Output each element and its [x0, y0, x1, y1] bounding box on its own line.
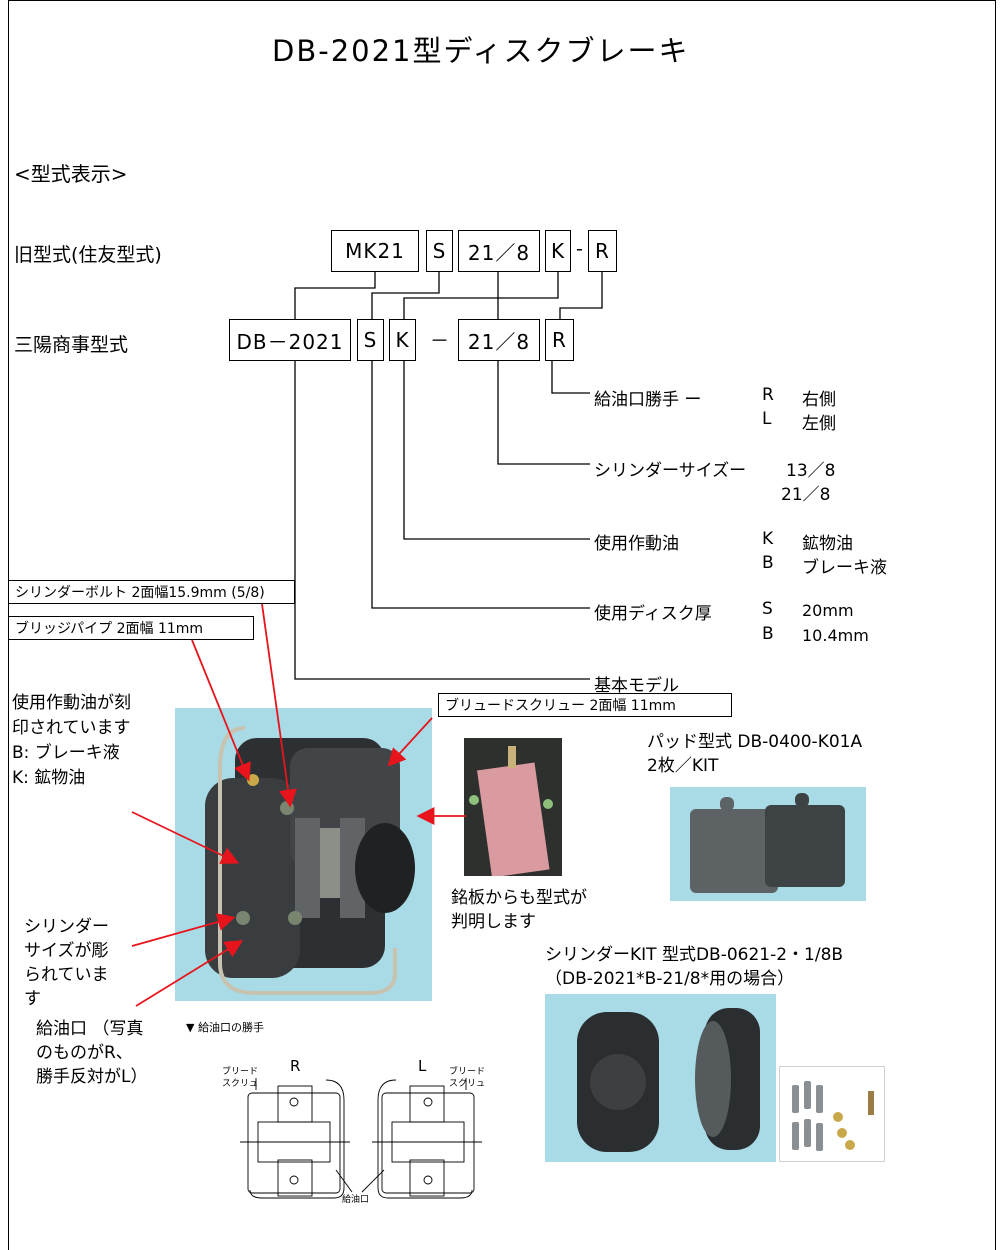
cyl-note-line1: シリンダー: [24, 917, 109, 937]
nameplate-photo: [464, 738, 562, 878]
legend-fluid-opt1-desc: 鉱物油: [802, 534, 853, 554]
fluid-note-line4: K: 鉱物油: [12, 768, 86, 788]
fluid-note-line2: 印されています: [12, 718, 131, 738]
callout-bridge-pipe: ブリッジパイプ 2面幅 11mm: [8, 616, 254, 640]
leader-disc: [371, 361, 590, 609]
diagram-r-label: R: [290, 1057, 301, 1075]
port-note-line1: 給油口 （写真: [36, 1019, 144, 1039]
diagram-bleed-l-line2: スクリュ: [449, 1079, 486, 1089]
caliper-photo: [175, 708, 432, 1001]
nameplate-note-line1: 銘板からも型式が: [451, 888, 587, 908]
caliper-illustration: [205, 726, 415, 995]
legend-disc-label: 使用ディスク厚: [594, 604, 712, 624]
old-code-fluid: K: [545, 230, 571, 272]
caliper-r-drawing: [240, 1078, 350, 1199]
legend-oil-port-opt1-code: R: [762, 385, 774, 405]
map-disc-line: [371, 272, 440, 319]
leader-fluid: [403, 361, 590, 540]
nameplate-note-line2: 判明します: [451, 912, 536, 932]
diagram-heading: ▼ 給油口の勝手: [186, 1021, 264, 1034]
fluid-note-line3: B: ブレーキ液: [12, 743, 120, 763]
diagram-bleed-l-line1: ブリード: [449, 1067, 486, 1077]
arrow-fluid-mark: [131, 811, 240, 864]
arrow-cylinder-size: [131, 913, 236, 947]
pad-photo: [670, 787, 866, 901]
legend-fluid-opt2-code: B: [762, 553, 774, 573]
old-code-base: MK21: [331, 230, 419, 272]
new-code-dash: －: [430, 330, 450, 352]
pad-illustration: [690, 793, 845, 893]
new-model-label: 三陽商事型式: [14, 334, 129, 356]
new-code-disc: S: [357, 319, 384, 361]
leader-base: [294, 361, 590, 680]
port-leader-r: [335, 1169, 353, 1193]
diagram-bleed-r-line1: ブリード: [222, 1067, 259, 1077]
kit-photo: [545, 994, 776, 1162]
nameplate-illustration: [464, 738, 562, 878]
pad-model-line1: パッド型式 DB-0400-K01A: [647, 732, 863, 752]
new-code-base: DB－2021: [229, 319, 351, 361]
old-code-cylinder: 21／8: [458, 230, 540, 272]
port-note-line3: 勝手反対がL）: [36, 1067, 148, 1087]
kit-parts-photo: [779, 1066, 885, 1162]
legend-disc-opt2-code: B: [762, 624, 774, 644]
legend-base-label: 基本モデル: [594, 676, 679, 696]
legend-disc-opt1-desc: 20mm: [802, 601, 854, 620]
pad-model-line2: 2枚／KIT: [647, 756, 719, 776]
map-base-line: [294, 272, 376, 319]
old-code-port: R: [588, 230, 617, 272]
cyl-note-line3: られていま: [24, 965, 109, 985]
arrow-oil-port: [135, 940, 244, 1007]
section-heading: <型式表示>: [14, 162, 128, 186]
kit-illustration: [577, 1008, 760, 1152]
new-code-port: R: [545, 319, 574, 361]
cyl-note-line4: す: [24, 989, 41, 1009]
old-model-label: 旧型式(住友型式): [14, 244, 162, 266]
port-note-line2: のものがR、: [36, 1043, 133, 1063]
callout-bleed-screw: ブリュードスクリュー 2面幅 11mm: [438, 693, 732, 717]
arrow-bleed-screw: [387, 717, 433, 767]
arrow-bridge-pipe: [191, 639, 251, 782]
caliper-l-drawing: [372, 1078, 482, 1199]
diagram-port-label: 給油口: [342, 1195, 370, 1205]
new-code-cylinder: 21／8: [458, 319, 540, 361]
legend-oil-port-opt1-desc: 右側: [802, 390, 836, 410]
legend-oil-port-opt2-code: L: [762, 409, 772, 429]
legend-cylinder-label: シリンダーサイズー: [594, 461, 747, 481]
kit-parts-illustration: [792, 1081, 874, 1151]
diagram-bleed-r-line2: スクリュ: [222, 1079, 259, 1089]
callout-cylinder-bolt: シリンダーボルト 2面幅15.9mm (5/8): [8, 580, 295, 604]
map-port-line: [559, 272, 603, 319]
map-fluid-line: [403, 272, 559, 319]
legend-disc-opt1-code: S: [762, 599, 773, 619]
legend-fluid-opt2-desc: ブレーキ液: [802, 558, 887, 578]
page-title: DB-2021型ディスクブレーキ: [272, 34, 690, 68]
cyl-note-line2: サイズが彫: [24, 941, 109, 961]
legend-oil-port-opt2-desc: 左側: [802, 414, 836, 434]
legend-disc-opt2-desc: 10.4mm: [802, 626, 869, 645]
old-code-disc: S: [426, 230, 453, 272]
legend-oil-port-label: 給油口勝手 ー: [594, 390, 702, 410]
diagram-l-label: L: [418, 1057, 427, 1075]
legend-fluid-label: 使用作動油: [594, 534, 679, 554]
leader-cylinder: [497, 361, 590, 465]
arrow-cylinder-bolt: [261, 603, 297, 808]
old-code-dash: -: [576, 238, 583, 260]
new-code-fluid: K: [389, 319, 416, 361]
kit-model-line1: シリンダーKIT 型式DB-0621-2・1/8B: [545, 945, 844, 965]
legend-cylinder-opt1: 13／8: [786, 461, 836, 481]
fluid-note-line1: 使用作動油が刻: [12, 693, 131, 713]
leader-port: [551, 361, 590, 394]
legend-cylinder-opt2: 21／8: [781, 485, 831, 505]
port-leader-l: [361, 1169, 385, 1193]
legend-fluid-opt1-code: K: [762, 529, 774, 549]
kit-model-line2: （DB-2021*B-21/8*用の場合）: [545, 969, 795, 989]
